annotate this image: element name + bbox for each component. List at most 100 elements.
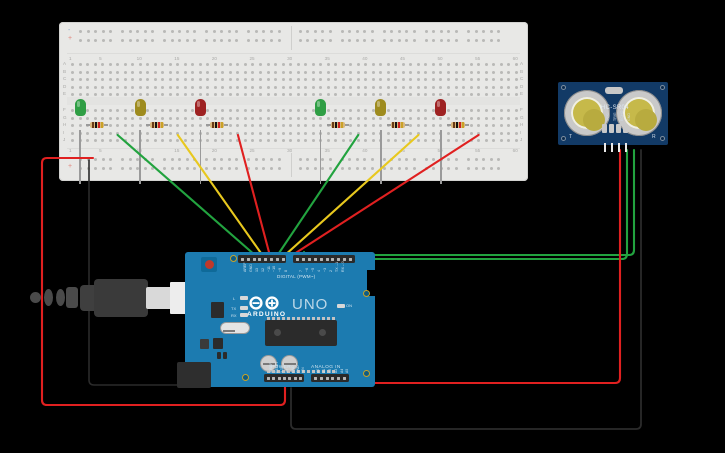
hole-I30[interactable] (289, 131, 293, 135)
rail-hole-minus-bottom[interactable] (277, 158, 281, 161)
hole-J24[interactable] (243, 139, 247, 143)
hole-G57[interactable] (492, 116, 496, 120)
rail-hole-plus-bottom[interactable] (348, 167, 352, 170)
hole-B37[interactable] (341, 70, 345, 74)
hole-J12[interactable] (153, 139, 157, 143)
hole-H59[interactable] (507, 124, 511, 128)
hole-A36[interactable] (334, 63, 338, 66)
hole-A46[interactable] (409, 63, 413, 66)
hole-D12[interactable] (153, 85, 157, 89)
rail-hole-plus-top[interactable] (355, 39, 359, 42)
hole-D4[interactable] (93, 85, 97, 89)
hole-H11[interactable] (146, 124, 150, 128)
hole-B44[interactable] (394, 70, 398, 74)
rail-hole-minus-top[interactable] (313, 30, 317, 33)
hole-B1[interactable] (71, 70, 74, 74)
digital-pin-5[interactable] (264, 257, 268, 261)
digital-pin-7[interactable] (331, 257, 335, 261)
hole-E14[interactable] (168, 93, 172, 97)
rail-hole-minus-bottom[interactable] (363, 158, 367, 161)
hole-I55[interactable] (477, 131, 481, 135)
hole-E39[interactable] (356, 93, 360, 97)
hole-C47[interactable] (416, 78, 420, 82)
digital-pin-10[interactable] (349, 257, 353, 261)
sensor-pad-TRIG[interactable] (609, 124, 614, 133)
hole-C26[interactable] (259, 78, 262, 82)
rail-hole-minus-top[interactable] (432, 30, 436, 33)
hole-J5[interactable] (101, 139, 105, 143)
power-pin-2[interactable] (272, 376, 276, 380)
hole-F36[interactable] (334, 109, 338, 112)
hole-D23[interactable] (236, 85, 240, 89)
digital-pin-6[interactable] (270, 257, 273, 261)
hole-G10[interactable] (138, 116, 142, 120)
hole-A16[interactable] (183, 63, 187, 66)
rail-hole-plus-bottom[interactable] (178, 167, 182, 170)
hole-H39[interactable] (356, 124, 360, 128)
hole-D15[interactable] (176, 85, 180, 89)
hole-E15[interactable] (176, 93, 180, 97)
rail-hole-plus-top[interactable] (86, 39, 90, 42)
hole-A30[interactable] (289, 63, 293, 66)
rail-hole-plus-bottom[interactable] (136, 167, 140, 170)
hole-H26[interactable] (259, 124, 262, 128)
rail-hole-plus-top[interactable] (482, 39, 486, 42)
hole-A13[interactable] (161, 63, 165, 66)
rail-hole-plus-bottom[interactable] (163, 167, 167, 170)
rail-hole-minus-top[interactable] (321, 30, 325, 33)
hole-H60[interactable] (514, 124, 518, 128)
wire-led2-yellow[interactable] (176, 133, 265, 258)
hole-G59[interactable] (507, 116, 511, 120)
hole-G36[interactable] (334, 116, 338, 120)
hole-H56[interactable] (484, 124, 488, 128)
hole-C22[interactable] (228, 78, 232, 82)
hole-A48[interactable] (424, 63, 428, 66)
hole-B55[interactable] (477, 70, 481, 74)
hole-C38[interactable] (349, 78, 353, 82)
rail-hole-minus-bottom[interactable] (212, 158, 216, 161)
hole-F32[interactable] (304, 109, 308, 112)
rail-hole-minus-bottom[interactable] (101, 158, 105, 161)
hole-F59[interactable] (507, 109, 511, 112)
hole-B35[interactable] (326, 70, 330, 74)
power-pin-6[interactable] (293, 376, 297, 380)
rail-hole-plus-bottom[interactable] (467, 167, 471, 170)
hole-G58[interactable] (499, 116, 503, 120)
hole-C14[interactable] (168, 78, 172, 82)
hole-F37[interactable] (341, 109, 345, 112)
hole-B57[interactable] (492, 70, 496, 74)
hole-G12[interactable] (153, 116, 157, 120)
rail-hole-plus-top[interactable] (121, 39, 125, 42)
hole-A60[interactable] (514, 63, 518, 66)
hole-G4[interactable] (93, 116, 97, 120)
hole-A47[interactable] (416, 63, 420, 66)
hole-G17[interactable] (191, 116, 195, 120)
hole-C51[interactable] (447, 78, 450, 82)
hole-A58[interactable] (499, 63, 503, 66)
hole-D13[interactable] (161, 85, 165, 89)
hole-A35[interactable] (326, 63, 330, 66)
hole-B45[interactable] (401, 70, 405, 74)
hole-H49[interactable] (431, 124, 435, 128)
rail-hole-minus-bottom[interactable] (235, 158, 239, 161)
hole-I31[interactable] (296, 131, 300, 135)
hole-A10[interactable] (138, 63, 142, 66)
hole-C33[interactable] (311, 78, 315, 82)
rail-hole-minus-bottom[interactable] (424, 158, 428, 161)
led-1[interactable] (74, 99, 86, 116)
rail-hole-minus-top[interactable] (94, 30, 98, 33)
hole-B18[interactable] (198, 70, 202, 74)
hole-A14[interactable] (168, 63, 172, 66)
rail-hole-plus-bottom[interactable] (109, 167, 113, 170)
hole-I51[interactable] (447, 131, 450, 135)
hole-B28[interactable] (274, 70, 278, 74)
hole-H27[interactable] (266, 124, 270, 128)
hole-B43[interactable] (386, 70, 390, 74)
hole-A15[interactable] (176, 63, 180, 66)
rail-hole-minus-top[interactable] (382, 30, 386, 33)
rail-hole-plus-top[interactable] (143, 39, 147, 42)
rail-hole-plus-top[interactable] (205, 39, 209, 42)
hole-B6[interactable] (108, 70, 112, 74)
rail-hole-plus-bottom[interactable] (370, 167, 374, 170)
